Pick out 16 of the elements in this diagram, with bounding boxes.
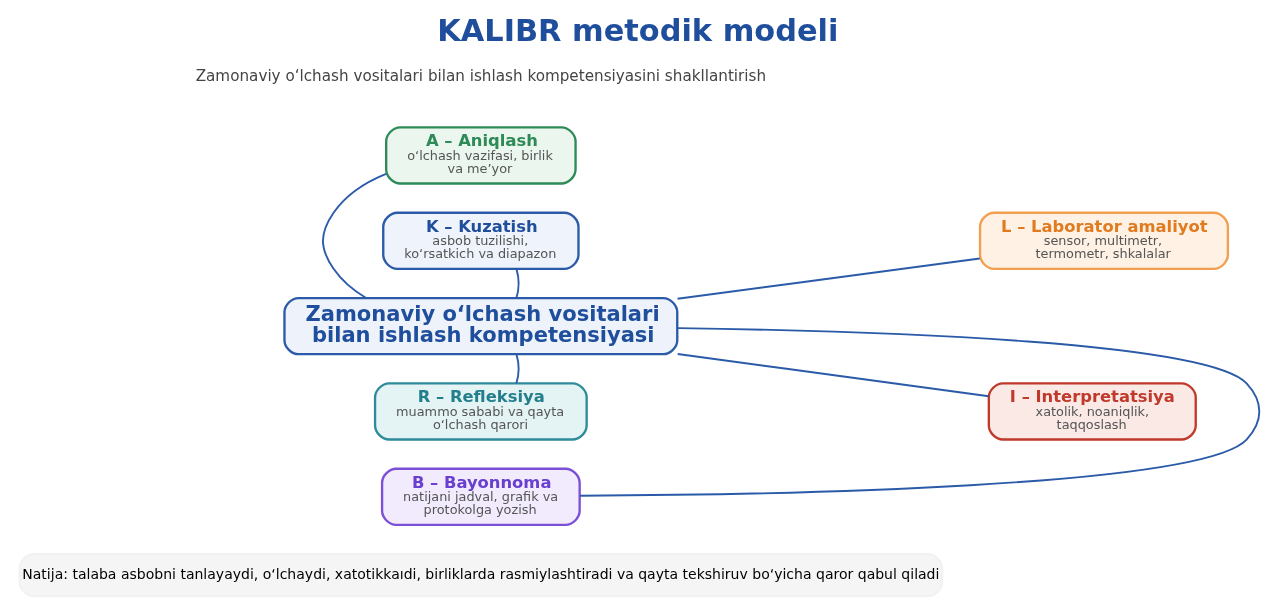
node-box: K – Kuzatish asbob tuzilishi, ko‘rsatkich va diapazon <box>381 211 580 270</box>
diagram-title: KALIBR metodik modeli <box>436 12 838 48</box>
node-box: R – Refleksiya muammo sababi va qayta o‘lchash qarori <box>373 382 588 441</box>
node-box: Zamonaviy o‘lchash vositalari bilan ishlash kompetensiyasi <box>282 296 678 356</box>
node-box: L – Laborator amaliyot sensor, multimetr, termometr, shkalalar <box>978 211 1229 270</box>
connector <box>578 327 1260 497</box>
node-box: B – Bayonnoma natijani jadval, grafik va protokolga yozish <box>380 467 581 527</box>
connector <box>676 257 981 300</box>
connector <box>676 353 990 398</box>
connector <box>515 353 519 385</box>
node-box: A – Aniqlash o‘lchash vazifasi, birlik va me’yor <box>384 126 577 185</box>
node-box: I – Interpretatsiya xatolik, noaniqlik, taqqoslash <box>987 382 1197 441</box>
caption: Natija: talaba asbobni tanlayaydi, o‘lchaydi, xatotikkaıdi, birliklarda rasmiylashtiradi va qayta tekshiruv bo‘yicha qaror qabul qiladi <box>21 565 939 582</box>
connector <box>515 268 519 299</box>
label: Zamonaviy o‘lchash vositalari bilan ishlash kompetensiyasini shakllantirish <box>195 67 766 86</box>
connector <box>321 172 387 299</box>
